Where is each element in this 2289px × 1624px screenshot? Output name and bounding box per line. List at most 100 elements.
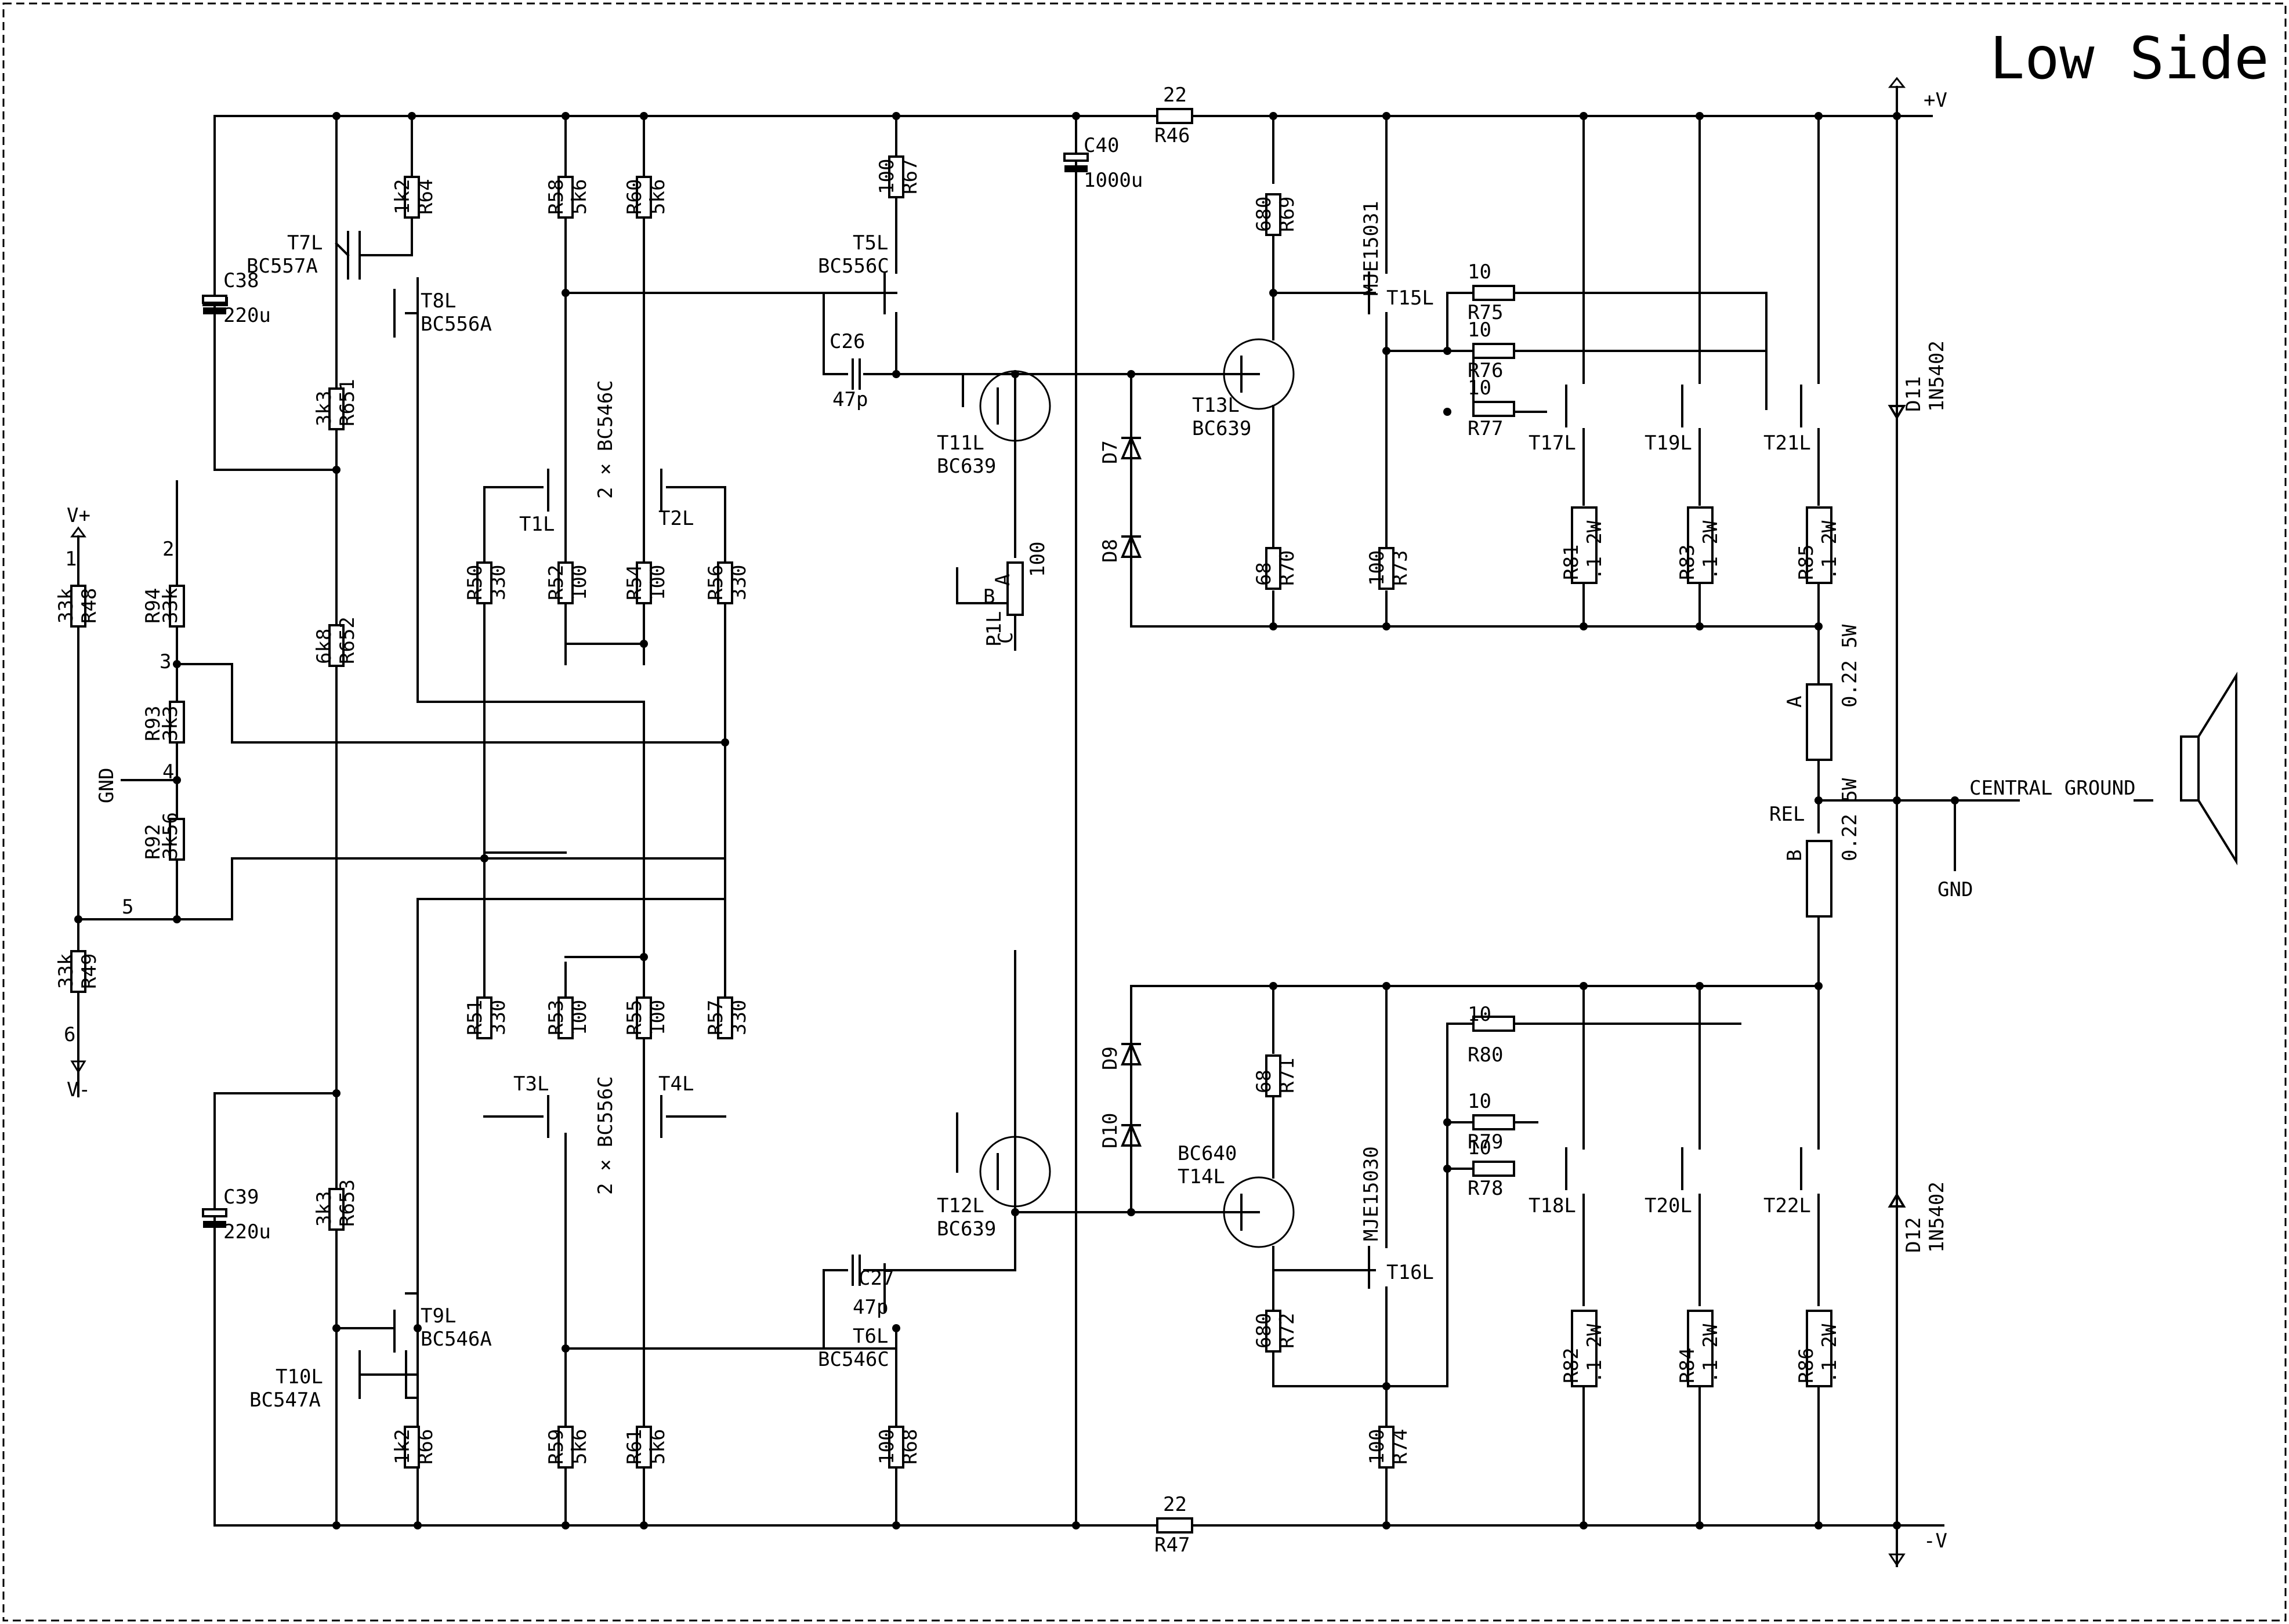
label-r92: R92	[142, 824, 165, 860]
value-r77: 10	[1468, 376, 1491, 400]
label-d11: D11	[1902, 376, 1925, 412]
value-r93: 3k3	[159, 706, 182, 741]
value-r81: .1 2W	[1583, 520, 1606, 580]
value-c39: 220u	[223, 1220, 271, 1244]
value-r58: 5k6	[568, 179, 591, 215]
value-r59: 5k6	[568, 1429, 591, 1464]
pair-top-note: 2 × BC546C	[594, 380, 617, 499]
value-t14l: BC640	[1178, 1142, 1237, 1165]
value-r94: 33k	[159, 588, 182, 624]
value-t13l: BC639	[1192, 417, 1251, 440]
label-c39: C39	[223, 1186, 259, 1209]
value-t6l: BC546C	[818, 1348, 889, 1371]
value-t15l: MJE15031	[1360, 201, 1383, 296]
gnd-label: GND	[1937, 878, 1973, 901]
label-r54: R54	[623, 565, 646, 600]
value-r82: .1 2W	[1583, 1324, 1606, 1383]
label-r53: R53	[545, 1000, 568, 1035]
pot-pin-b: B	[983, 585, 995, 608]
label-r652: R652	[336, 617, 359, 664]
label-t21l: T21L	[1763, 432, 1811, 455]
label-r93: R93	[142, 706, 165, 741]
label-c40: C40	[1084, 134, 1119, 157]
connector-vplus: V+	[67, 504, 90, 527]
label-t2l: T2L	[658, 507, 694, 530]
label-r85: R85	[1795, 545, 1818, 580]
label-r50: R50	[463, 565, 487, 600]
value-t12l: BC639	[937, 1217, 996, 1241]
value-r72: 680	[1252, 1313, 1276, 1348]
value-a: 0.22 5W	[1838, 624, 1861, 708]
value-r51: 330	[487, 1000, 510, 1035]
label-r81: R81	[1560, 545, 1583, 580]
value-r80: 10	[1468, 1003, 1491, 1026]
value-r64: 1k2	[391, 179, 414, 215]
value-b: 0.22 5W	[1838, 778, 1861, 861]
label-r69: R69	[1276, 197, 1299, 232]
label-r67: R67	[899, 159, 922, 194]
label-r46: R46	[1154, 124, 1190, 147]
label-t12l: T12L	[937, 1194, 984, 1217]
label-b: B	[1783, 850, 1806, 861]
value-r86: .1 2W	[1818, 1324, 1841, 1383]
value-r49: 33k	[55, 954, 78, 989]
value-r50: 330	[487, 565, 510, 600]
value-r60: 5k6	[646, 179, 669, 215]
value-r71: 68	[1252, 1070, 1276, 1093]
label-r78: R78	[1468, 1177, 1503, 1200]
pot-pin-c: C	[994, 632, 1017, 644]
label-r79: R79	[1468, 1130, 1503, 1154]
label-d12: D12	[1902, 1217, 1925, 1253]
value-r61: 5k6	[646, 1429, 669, 1464]
value-r78: 10	[1468, 1136, 1491, 1159]
label-r80: R80	[1468, 1043, 1503, 1067]
value-t5l: BC556C	[818, 255, 889, 278]
label-r94: R94	[142, 588, 165, 624]
value-r92: 3k56	[159, 812, 182, 860]
value-r57: 330	[727, 1000, 751, 1035]
pot-pin-a: A	[991, 574, 1015, 586]
connector-vminus: V-	[67, 1078, 90, 1101]
value-r79: 10	[1468, 1090, 1491, 1113]
label-r52: R52	[545, 565, 568, 600]
junction-dots	[74, 112, 1959, 1529]
rail-arrow-icons	[1888, 77, 1906, 1567]
label-d7: D7	[1099, 440, 1122, 464]
pin-5: 5	[122, 896, 133, 919]
label-r75: R75	[1468, 301, 1503, 324]
central-ground-label: CENTRAL GROUND	[1969, 777, 2136, 800]
label-r653: R653	[336, 1179, 359, 1227]
label-r71: R71	[1276, 1058, 1299, 1093]
label-r74: R74	[1389, 1429, 1412, 1464]
value-r53: 100	[568, 1000, 591, 1035]
label-r86: R86	[1795, 1348, 1818, 1383]
label-t11l: T11L	[937, 432, 984, 455]
value-r67: 100	[875, 159, 899, 194]
label-r64: R64	[414, 179, 437, 215]
label-t1l: T1L	[519, 513, 555, 536]
value-c40: 1000u	[1084, 169, 1143, 192]
label-d8: D8	[1099, 539, 1122, 563]
label-r59: R59	[545, 1429, 568, 1464]
value-r55: 100	[646, 1000, 669, 1035]
value-r652: 6k8	[313, 629, 336, 664]
value-d12: 1N5402	[1925, 1181, 1948, 1253]
label-r66: R66	[414, 1429, 437, 1464]
value-r73: 100	[1366, 550, 1389, 586]
value-r83: .1 2W	[1699, 520, 1722, 580]
label-r82: R82	[1560, 1348, 1583, 1383]
label-t19l: T19L	[1645, 432, 1692, 455]
label-t8l: T8L	[421, 289, 456, 313]
label-r48: R48	[78, 588, 101, 624]
label-r84: R84	[1676, 1348, 1699, 1383]
label-t22l: T22L	[1763, 1194, 1811, 1217]
label-r60: R60	[623, 179, 646, 215]
value-c27: 47p	[853, 1296, 888, 1319]
label-a: A	[1783, 696, 1806, 708]
speaker-icon	[2134, 671, 2237, 866]
value-r74: 100	[1366, 1429, 1389, 1464]
label-t20l: T20L	[1645, 1194, 1692, 1217]
pos-rail-label: +V	[1924, 89, 1947, 112]
pair-bottom-note: 2 × BC556C	[594, 1076, 617, 1195]
